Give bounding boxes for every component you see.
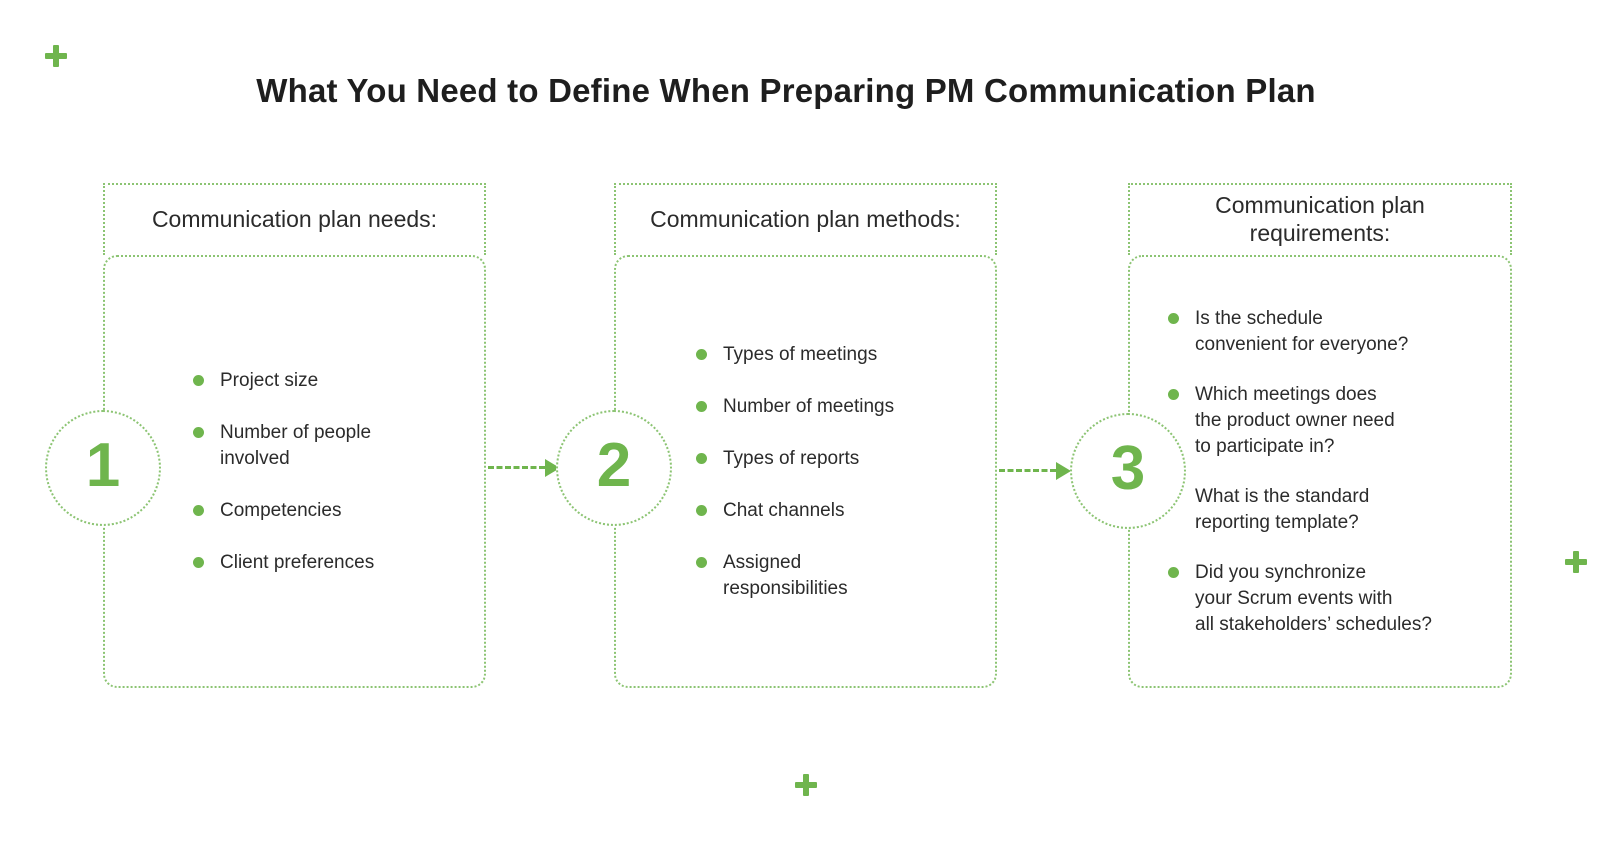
diagram-title: What You Need to Define When Preparing P…	[256, 72, 1316, 109]
list-item-text: Competencies	[220, 499, 342, 521]
bullet-list: Types of meetings Number of meetings Typ…	[616, 342, 995, 602]
plus-icon	[795, 774, 817, 796]
list-item-text: Types of reports	[723, 447, 860, 469]
list-item: Number of people involved	[193, 420, 474, 472]
bullet-dot-icon	[696, 400, 707, 412]
step-number-circle: 2	[556, 410, 672, 526]
bullet-dot-icon	[193, 556, 204, 568]
step-number: 2	[596, 430, 632, 500]
list-item: Which meetings does the product owner ne…	[1168, 382, 1500, 460]
list-item: Did you synchronize your Scrum events wi…	[1168, 560, 1500, 638]
list-item: Assigned responsibilities	[696, 550, 985, 602]
bullet-dot-icon	[1168, 566, 1179, 578]
list-item-text: Types of meetings	[723, 343, 878, 365]
panel-body: Is the schedule convenient for everyone?…	[1128, 255, 1512, 688]
bullet-dot-icon	[193, 504, 204, 516]
bullet-dot-icon	[1168, 388, 1179, 400]
plus-icon	[1565, 551, 1587, 573]
list-item-text: Chat channels	[723, 499, 845, 521]
panel-communication-plan-needs: Communication plan needs: Project size N…	[103, 183, 486, 688]
list-item-text: Did you synchronize your Scrum events wi…	[1195, 561, 1432, 635]
bullet-dot-icon	[193, 374, 204, 386]
bullet-dot-icon	[696, 348, 707, 360]
arrow-head-icon	[1056, 462, 1071, 480]
arrow-right-icon	[999, 469, 1056, 472]
list-item-text: Number of people involved	[220, 421, 372, 469]
list-item: Is the schedule convenient for everyone?	[1168, 306, 1500, 358]
list-item: Competencies	[193, 498, 474, 524]
panel-communication-plan-methods: Communication plan methods: Types of mee…	[614, 183, 997, 688]
list-item: Number of meetings	[696, 394, 985, 420]
step-number-circle: 3	[1070, 413, 1186, 529]
bullet-dot-icon	[696, 504, 707, 516]
list-item-text: Client preferences	[220, 551, 375, 573]
step-number: 3	[1110, 433, 1146, 503]
list-item-text: Assigned responsibilities	[723, 551, 848, 599]
bullet-list: Is the schedule convenient for everyone?…	[1130, 306, 1510, 638]
list-item: Types of meetings	[696, 342, 985, 368]
list-item-text: What is the standard reporting template?	[1195, 485, 1370, 533]
list-item-text: Project size	[220, 369, 319, 391]
panel-header: Communication plan needs:	[103, 183, 486, 255]
list-item-text: Is the schedule convenient for everyone?	[1195, 307, 1409, 355]
list-item: Types of reports	[696, 446, 985, 472]
bullet-list: Project size Number of people involved C…	[105, 368, 484, 576]
bullet-dot-icon	[1168, 312, 1179, 324]
bullet-dot-icon	[696, 452, 707, 464]
step-number-circle: 1	[45, 410, 161, 526]
list-item: Client preferences	[193, 550, 474, 576]
bullet-dot-icon	[193, 426, 204, 438]
arrow-right-icon	[488, 466, 545, 469]
panel-header: Communication plan methods:	[614, 183, 997, 255]
plus-icon	[45, 45, 67, 67]
list-item: Project size	[193, 368, 474, 394]
panel-body: Types of meetings Number of meetings Typ…	[614, 255, 997, 688]
list-item-text: Which meetings does the product owner ne…	[1195, 383, 1395, 457]
list-item-text: Number of meetings	[723, 395, 895, 417]
list-item: Chat channels	[696, 498, 985, 524]
list-item: What is the standard reporting template?	[1168, 484, 1500, 536]
panel-communication-plan-requirements: Communication plan requirements: Is the …	[1128, 183, 1512, 688]
bullet-dot-icon	[696, 556, 707, 568]
panel-body: Project size Number of people involved C…	[103, 255, 486, 688]
panel-header: Communication plan requirements:	[1128, 183, 1512, 255]
step-number: 1	[85, 430, 121, 500]
